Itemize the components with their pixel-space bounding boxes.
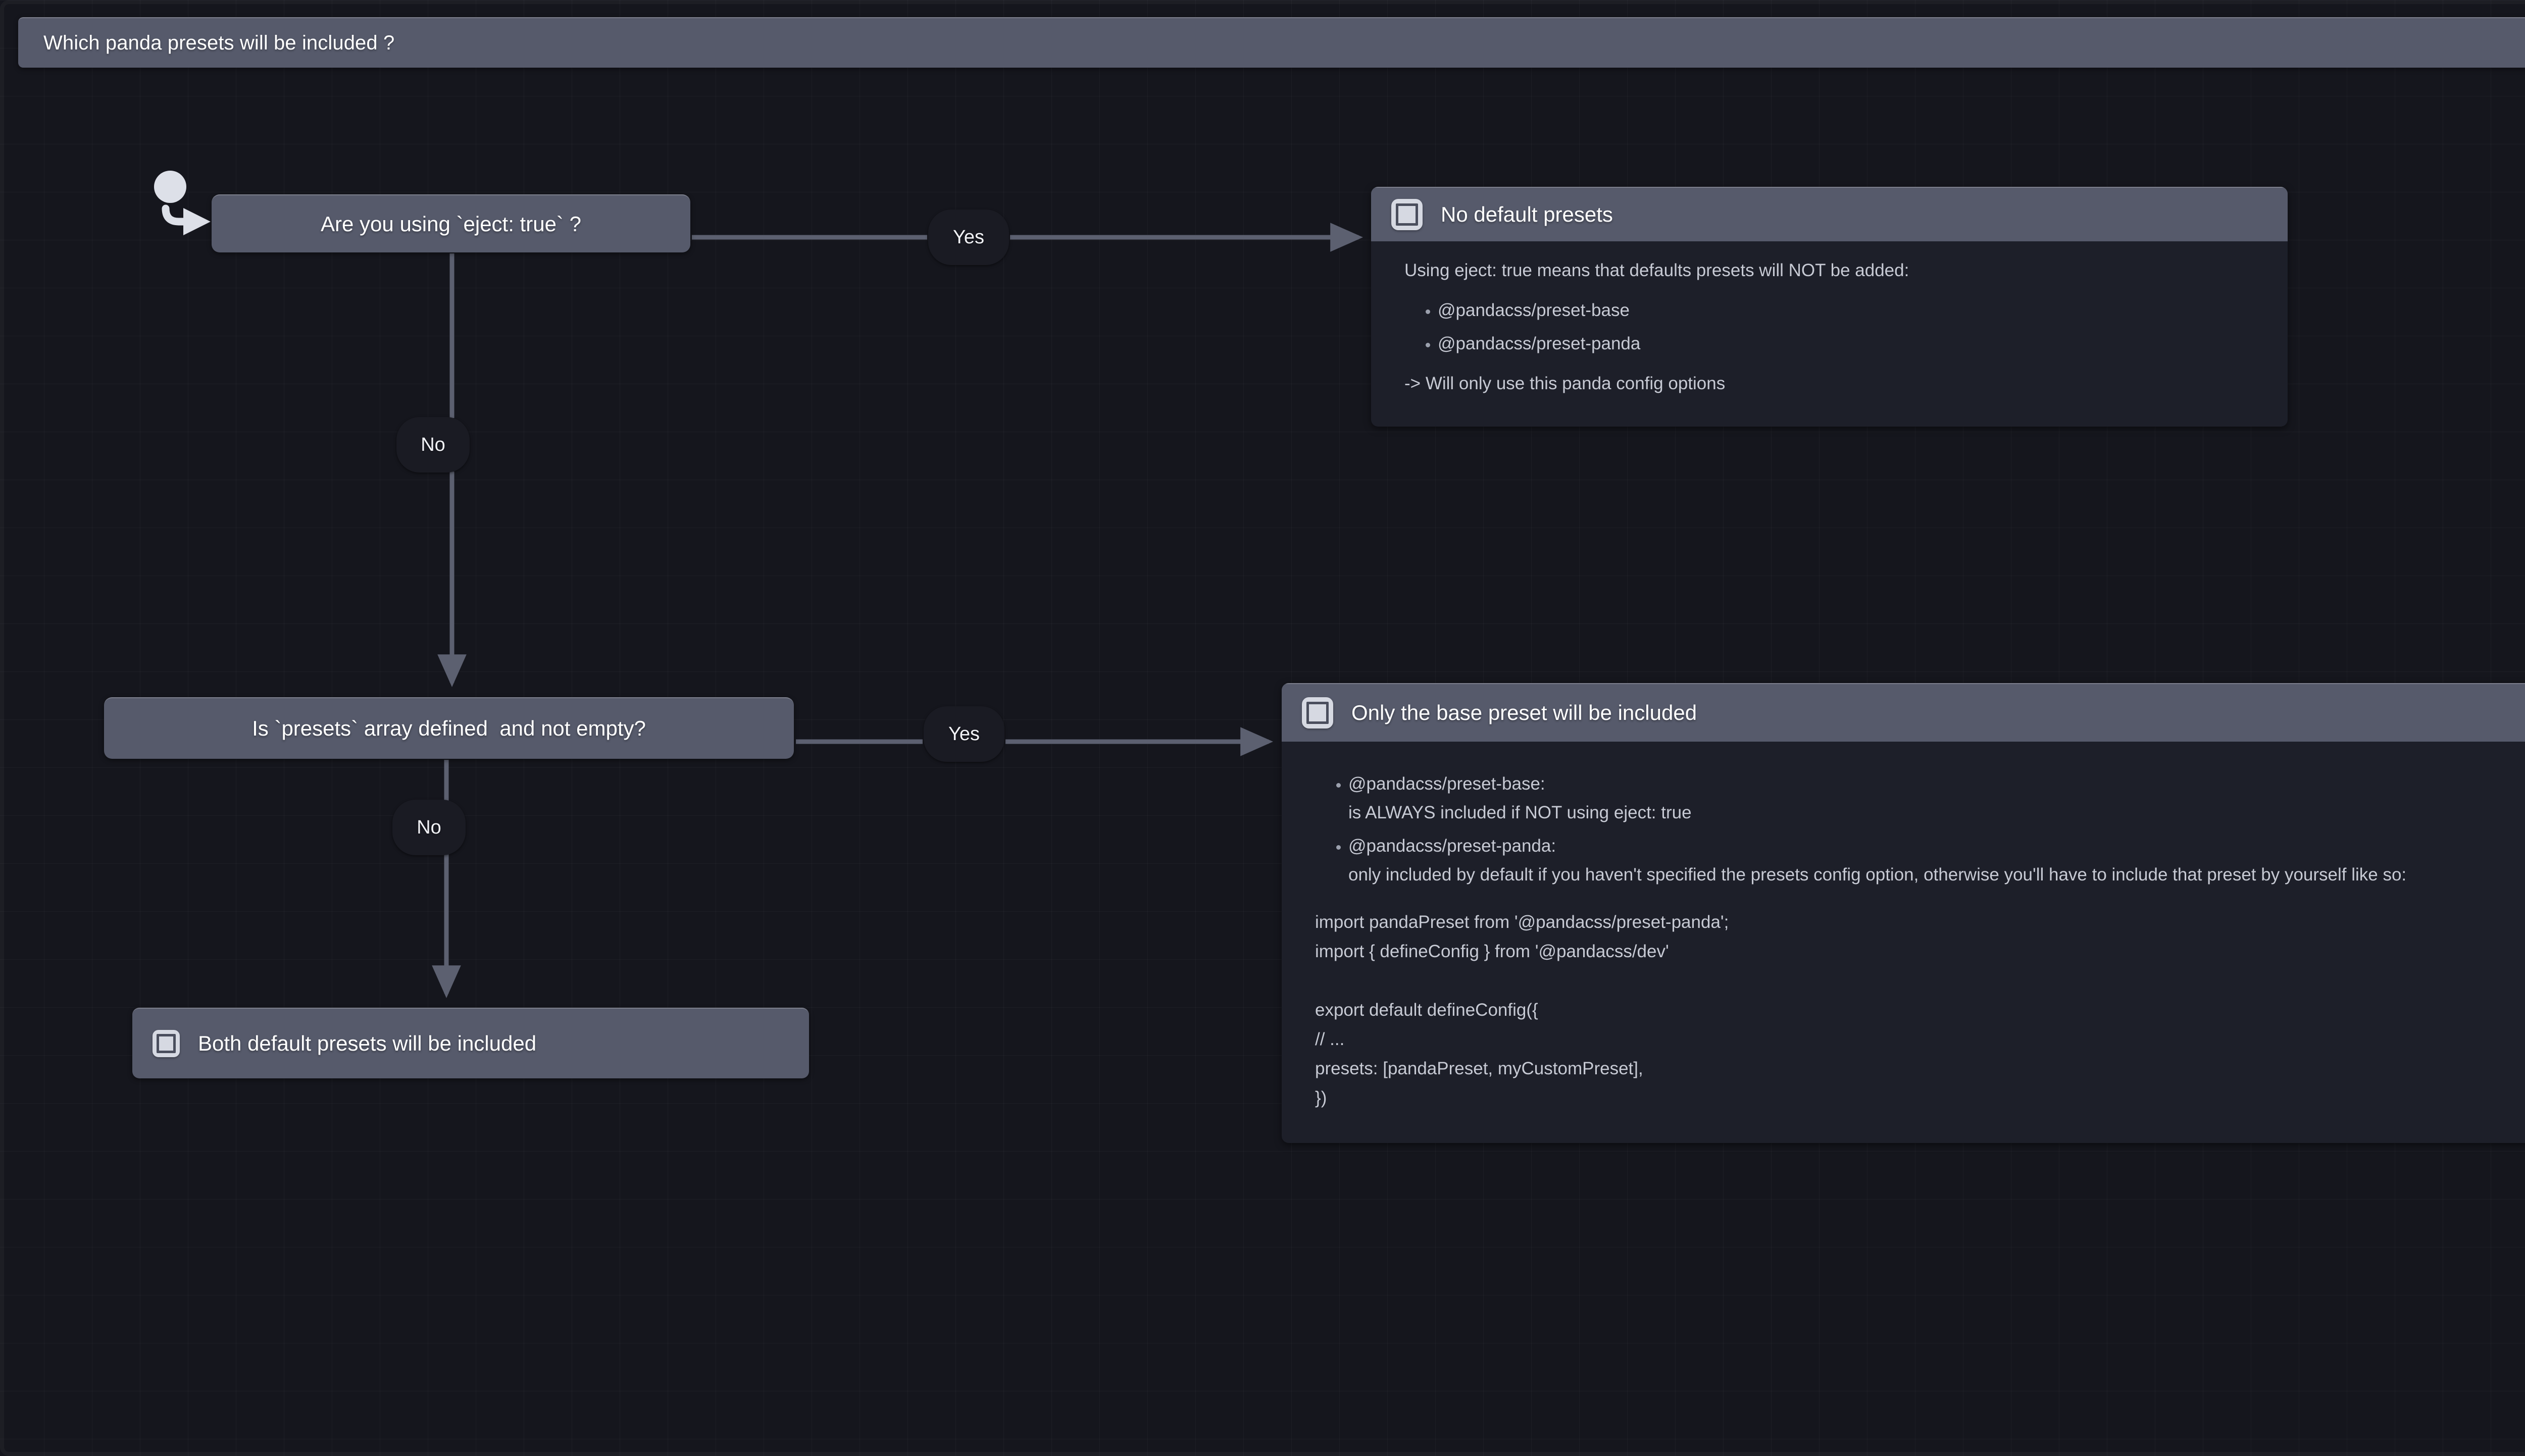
edge-label-yes-2: Yes [924,706,1004,762]
page-title: Which panda presets will be included ? [18,17,2525,68]
card-no-default-presets-body: Using eject: true means that defaults pr… [1371,241,2288,427]
list-item-desc: only included by default if you haven't … [1348,865,2407,885]
note-square-icon [153,1030,180,1057]
list-item: @pandacss/preset-base [1438,296,2257,325]
list-item-term: @pandacss/preset-base: [1348,774,1545,794]
list-item: @pandacss/preset-base: is ALWAYS include… [1348,770,2525,827]
list-item-desc: is ALWAYS included if NOT using eject: t… [1348,802,1692,822]
card-no-default-presets-title: No default presets [1441,202,1613,226]
start-circle-arrow-icon [149,167,220,242]
note-square-icon [1391,199,1423,230]
page-title-text: Which panda presets will be included ? [43,31,395,54]
edge-label-no-1: No [396,417,470,473]
card-base-preset-only-body: @pandacss/preset-base: is ALWAYS include… [1282,742,2525,1143]
note-square-icon [1302,697,1333,729]
card-base-preset-only-header: Only the base preset will be included [1282,683,2525,742]
edge-label-no-2: No [392,800,466,855]
card-no-default-presets[interactable]: No default presets Using eject: true mea… [1371,187,2288,427]
list-item: @pandacss/preset-panda [1438,330,2257,358]
card-base-preset-only-title: Only the base preset will be included [1351,701,1697,724]
card-no-default-presets-outro: -> Will only use this panda config optio… [1404,374,1726,394]
card-no-default-presets-list: @pandacss/preset-base @pandacss/preset-p… [1404,296,2257,358]
result-node-both-presets[interactable]: Both default presets will be included [132,1008,809,1078]
decision-node-presets-array-label: Is `presets` array defined and not empty… [252,716,646,740]
decision-node-eject-label: Are you using `eject: true` ? [321,212,581,236]
decision-node-presets-array[interactable]: Is `presets` array defined and not empty… [104,697,794,759]
list-item: @pandacss/preset-panda: only included by… [1348,832,2525,889]
card-no-default-presets-intro: Using eject: true means that defaults pr… [1404,261,1909,280]
result-node-both-presets-label: Both default presets will be included [198,1031,537,1055]
card-base-preset-only-list: @pandacss/preset-base: is ALWAYS include… [1315,770,2525,890]
edge-label-yes-1: Yes [928,210,1009,265]
decision-node-eject[interactable]: Are you using `eject: true` ? [212,194,690,252]
list-item-term: @pandacss/preset-panda: [1348,836,1556,856]
card-no-default-presets-header: No default presets [1371,187,2288,241]
card-base-preset-only[interactable]: Only the base preset will be included @p… [1282,683,2525,1143]
code-snippet: import pandaPreset from '@pandacss/prese… [1315,912,1729,1108]
